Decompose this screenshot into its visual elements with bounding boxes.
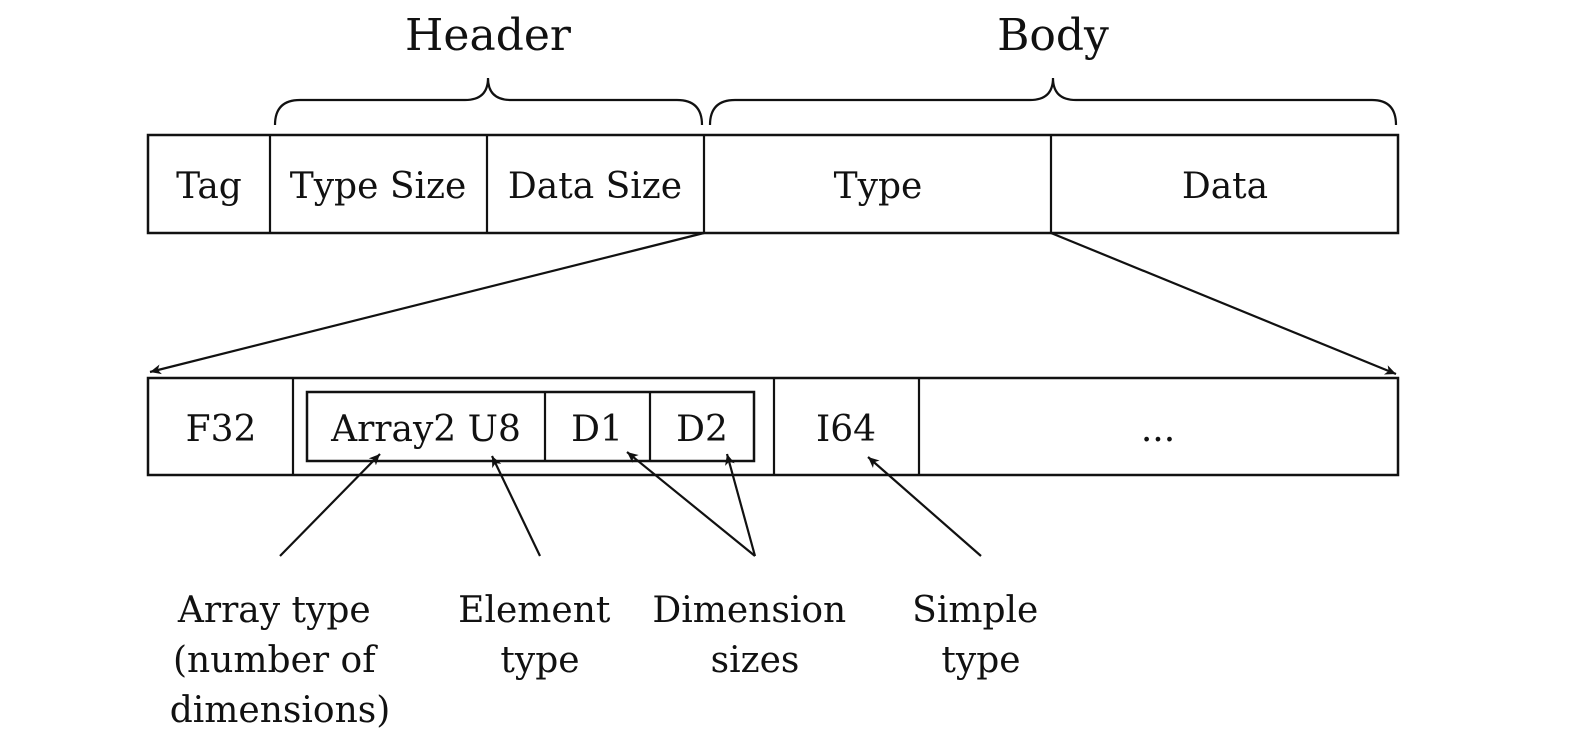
expand-left-arrow <box>149 231 705 375</box>
type-cell: Type <box>834 166 923 207</box>
dimension-d1-arrow <box>626 451 756 557</box>
top-row: Tag Type Size Data Size Type Data <box>146 133 1400 235</box>
header-label: Header <box>405 10 572 61</box>
array-type-line-2: (number of <box>173 640 378 681</box>
dimension-d2-arrow <box>725 453 757 557</box>
tag-cell: Tag <box>176 166 242 207</box>
element-type-line-2: type <box>500 640 579 681</box>
data-cell: Data <box>1182 166 1268 207</box>
f32-cell: F32 <box>186 409 257 450</box>
dimension-sizes-line-2: sizes <box>711 640 800 681</box>
simple-type-label: Simple type <box>912 590 1050 681</box>
simple-type-arrow <box>867 456 982 557</box>
simple-type-line-2: type <box>941 640 1020 681</box>
expand-right-arrow <box>1050 231 1397 376</box>
simple-type-line-1: Simple <box>912 590 1038 631</box>
array-type-group <box>305 390 756 463</box>
type-size-cell: Type Size <box>290 166 467 207</box>
header-brace <box>273 77 704 126</box>
array-type-line-1: Array type <box>177 590 371 631</box>
array2-u8-cell: Array2 U8 <box>330 409 521 450</box>
bottom-row: F32 Array2 U8 D1 D2 I64 ... <box>146 376 1400 477</box>
array-type-arrow <box>279 453 381 557</box>
dimension-sizes-line-1: Dimension <box>652 590 846 631</box>
d2-cell: D2 <box>676 409 728 450</box>
d1-cell: D1 <box>571 409 623 450</box>
element-type-label: Element type <box>458 590 622 681</box>
element-type-arrow <box>491 455 541 557</box>
ellipsis-cell: ... <box>1141 409 1175 450</box>
element-type-line-1: Element <box>458 590 611 631</box>
array-type-label: Array type (number of dimensions) <box>170 590 391 731</box>
body-label: Body <box>997 10 1109 61</box>
array-type-line-3: dimensions) <box>170 690 391 731</box>
i64-cell: I64 <box>816 409 876 450</box>
body-brace <box>708 77 1398 126</box>
dimension-sizes-label: Dimension sizes <box>652 590 857 681</box>
data-size-cell: Data Size <box>508 166 682 207</box>
